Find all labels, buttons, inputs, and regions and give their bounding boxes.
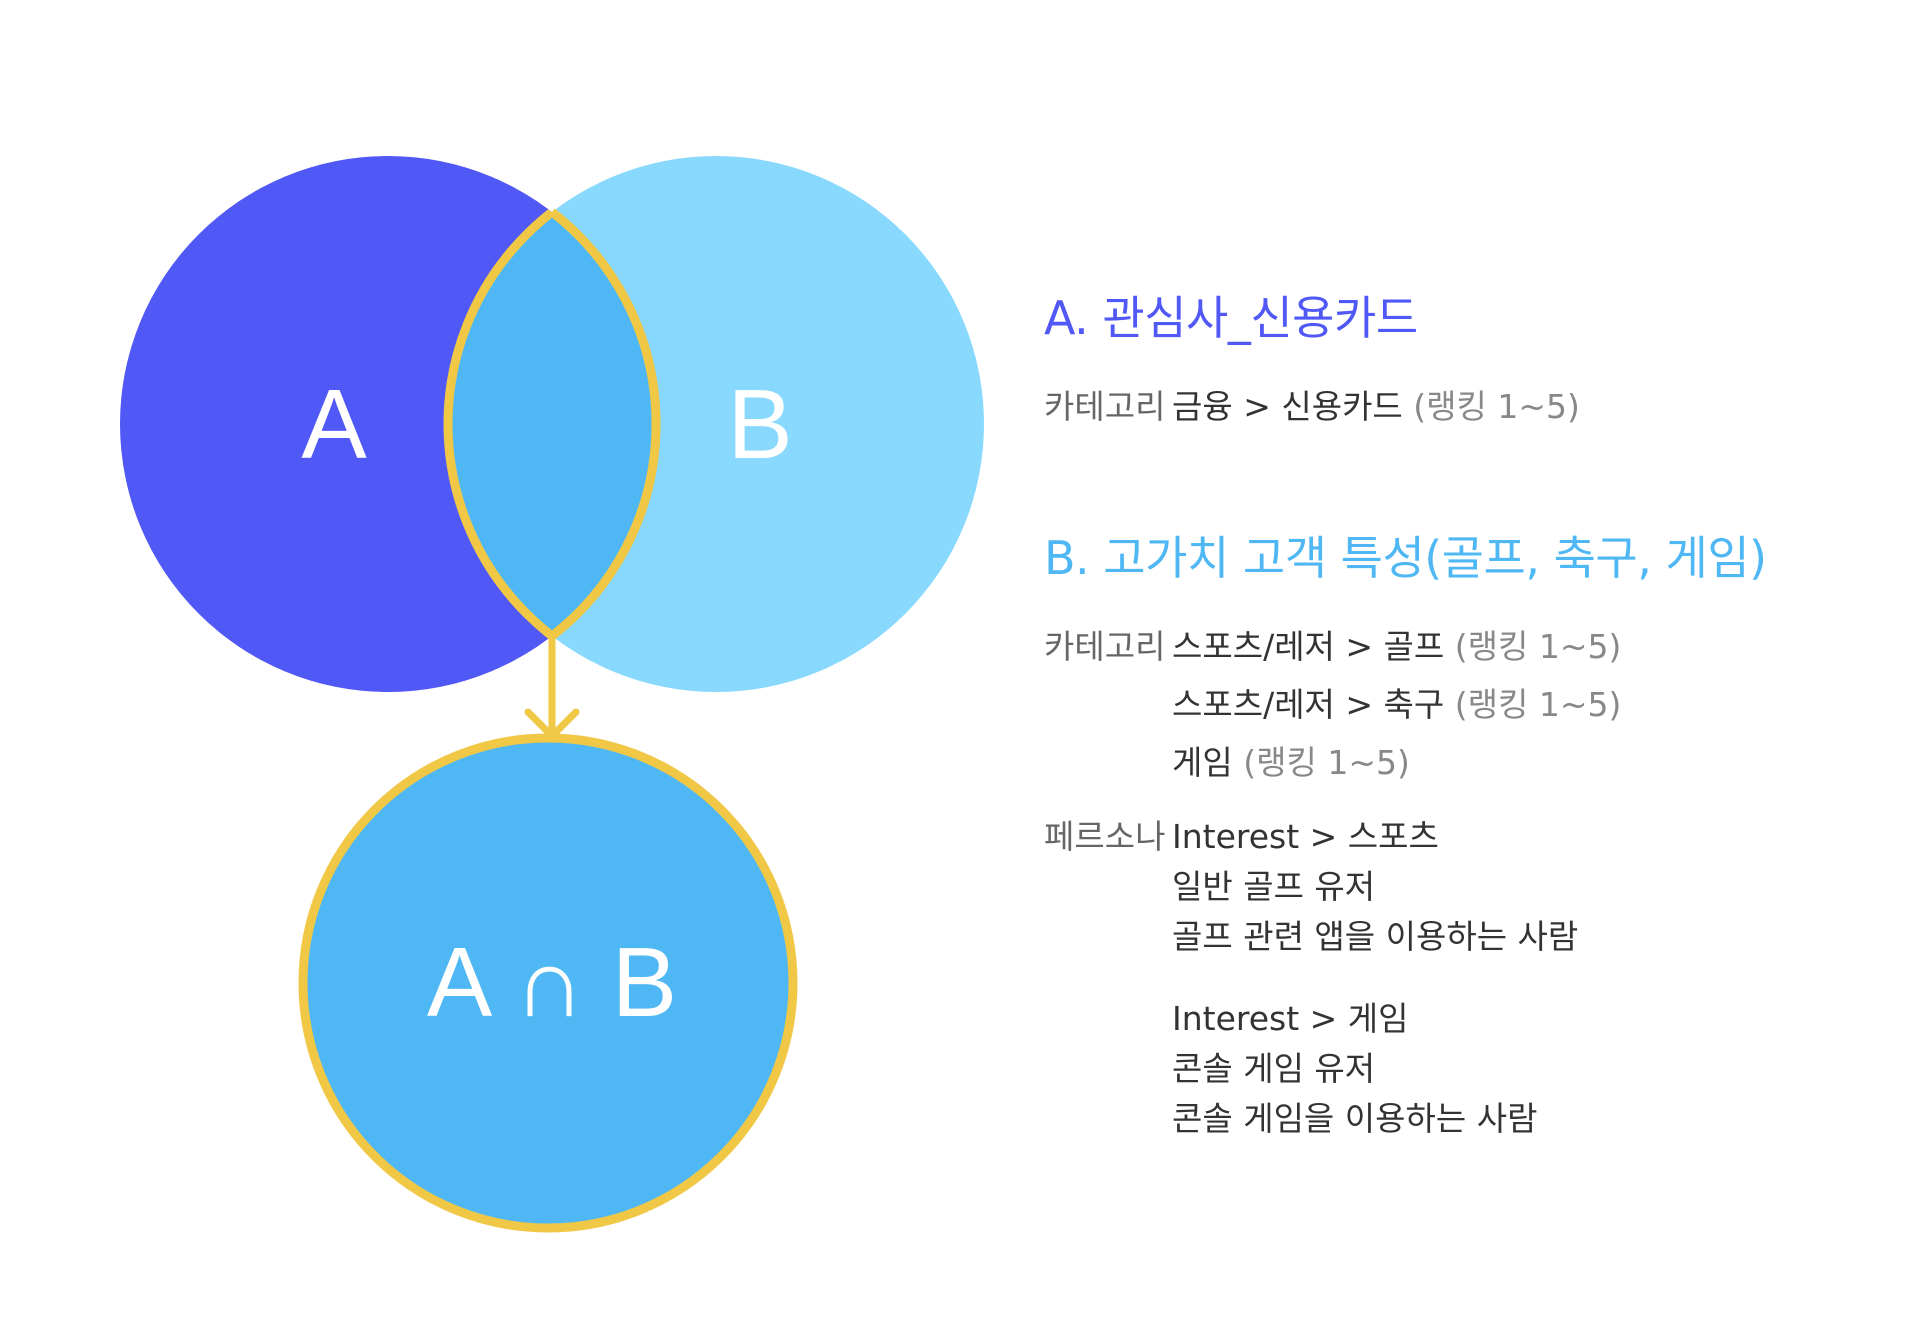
- category-value: 금융 > 신용카드: [1172, 387, 1403, 426]
- section-b-category-row: 스포츠/레저 > 축구 (랭킹 1~5): [1044, 678, 1621, 726]
- circle-a-label: A: [301, 369, 367, 479]
- section-b-title: B. 고가치 고객 특성(골프, 축구, 게임): [1044, 531, 1767, 585]
- persona-line: Interest > 게임: [1172, 999, 1409, 1038]
- rank-note: (랭킹 1~5): [1413, 387, 1580, 426]
- circle-b-label: B: [727, 369, 792, 479]
- overlap-region: [443, 156, 656, 692]
- intersection-label: A ∩ B: [427, 927, 677, 1037]
- overlap-outline: [549, 208, 661, 640]
- intersection-circle: [298, 733, 798, 1233]
- persona-row: 콘솔 게임 유저: [1044, 1042, 1375, 1090]
- category-label: 카테고리: [1044, 627, 1166, 666]
- persona-line: 콘솔 게임을 이용하는 사람: [1172, 1099, 1538, 1138]
- persona-row: 골프 관련 앱을 이용하는 사람: [1044, 910, 1578, 958]
- venn-diagram: A B A ∩ B: [120, 156, 984, 1233]
- category-value: 스포츠/레저 > 축구: [1172, 685, 1445, 724]
- section-b-category-row: 게임 (랭킹 1~5): [1044, 736, 1410, 784]
- persona-line: 콘솔 게임 유저: [1172, 1049, 1376, 1088]
- persona-row: Interest > 게임: [1044, 992, 1409, 1040]
- persona-row: 콘솔 게임을 이용하는 사람: [1044, 1092, 1537, 1140]
- category-label: 카테고리: [1044, 387, 1166, 426]
- persona-row: 일반 골프 유저: [1044, 860, 1375, 908]
- category-value: 게임: [1172, 743, 1233, 782]
- rank-note: (랭킹 1~5): [1454, 685, 1622, 724]
- category-value: 스포츠/레저 > 골프: [1172, 627, 1445, 666]
- rank-note: (랭킹 1~5): [1454, 627, 1622, 666]
- persona-line: 일반 골프 유저: [1172, 867, 1376, 906]
- persona-line: 골프 관련 앱을 이용하는 사람: [1172, 917, 1579, 956]
- section-a-title: A. 관심사_신용카드: [1044, 291, 1418, 345]
- rank-note: (랭킹 1~5): [1243, 743, 1410, 782]
- persona-line: Interest > 스포츠: [1172, 817, 1439, 856]
- persona-label: 페르소나: [1044, 817, 1166, 856]
